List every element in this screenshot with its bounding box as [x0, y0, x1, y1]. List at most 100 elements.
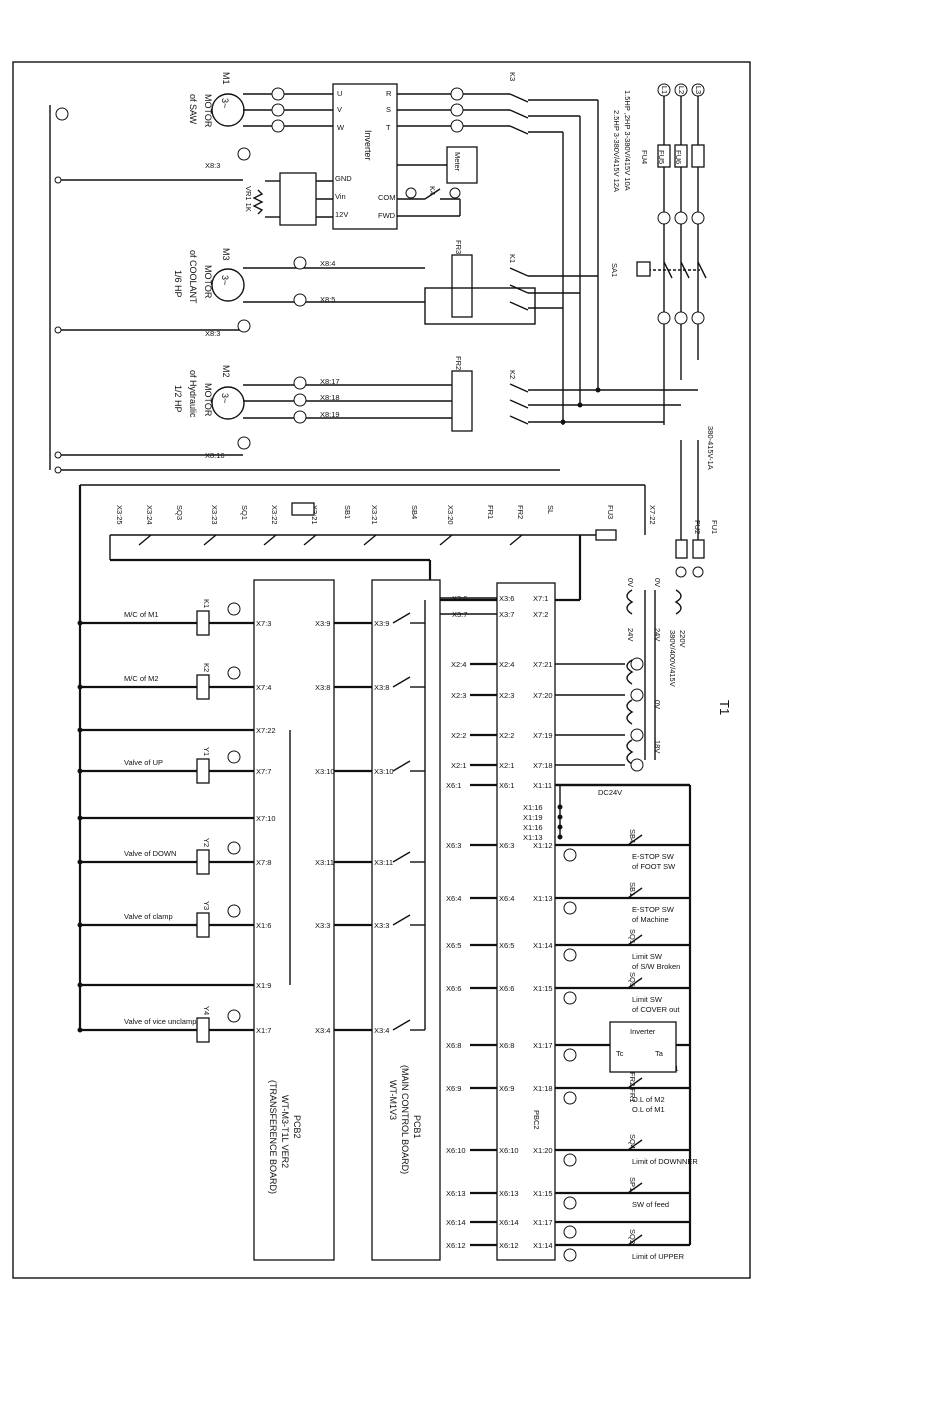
input-desc: SW of feed: [632, 1200, 669, 1209]
motor-symbol: 3~: [220, 98, 230, 108]
fuse-label: FU4: [640, 150, 649, 164]
output-label: Valve of UP: [124, 758, 163, 767]
connector-inner: X2:4: [499, 660, 514, 669]
motor-m3: [211, 268, 245, 302]
input-left-terminal: X6:1: [446, 781, 461, 790]
switch-contact: [627, 1234, 643, 1246]
connector-right: X7:21: [533, 660, 553, 669]
wire-number: [227, 904, 241, 918]
pbc2-label: PBC2: [532, 1110, 541, 1130]
chain-contact: [303, 534, 317, 546]
connector-inner: X2:1: [499, 761, 514, 770]
motor-m1: [211, 93, 245, 127]
chain-label: FU3: [606, 505, 615, 519]
pcb2-terminal: X1:6: [256, 921, 271, 930]
wire-number: [563, 1091, 577, 1105]
input-right-terminal: X1:17: [533, 1041, 553, 1050]
input-left-terminal: X6:8: [446, 1041, 461, 1050]
incoming-lines: L1 L2 L3 FU4 FU5 FU6 1.5HP ,2HP 3-380V/4…: [610, 83, 715, 470]
junction: [77, 684, 83, 690]
inverter-terminal: COM: [378, 193, 396, 202]
transformer: FU1 FU2 T1 380V/400V/415V 220V 0V 24V 0V…: [626, 440, 732, 765]
relay-contact: [392, 851, 411, 863]
switch-label: SQ2: [628, 1229, 637, 1244]
switch-contact: [627, 1182, 643, 1194]
pcb-boards: (TRANSFERENCE BOARD) WT-M3-T1L VER2 PCB2…: [253, 579, 556, 1261]
motor-desc: of SAW: [188, 94, 198, 125]
input-inner-terminal: X6:14: [499, 1218, 519, 1227]
input-right-terminal: X1:15: [533, 984, 553, 993]
pcb1-terminal: X3:11: [374, 858, 393, 867]
connector-left: X3:6: [452, 594, 467, 603]
pcb2-board: [253, 579, 335, 1261]
fuse-label: FU2: [693, 520, 702, 534]
overload-relays: FR3 FR2: [424, 240, 536, 432]
connector-inner: X2:2: [499, 731, 514, 740]
chain-label: X3:22: [270, 505, 279, 525]
pcb2-model: WT-M3-T1L VER2: [280, 1095, 290, 1168]
motor-hp: 1/2 HP: [173, 385, 183, 413]
relay-contact: [392, 760, 411, 772]
junction: [77, 727, 83, 733]
connector-left: X2:3: [451, 691, 466, 700]
chain-contact: [439, 534, 453, 546]
transformer-tap: 24V: [653, 628, 662, 641]
relay-k4-label: K4: [428, 186, 437, 195]
chain-label: FR2: [516, 505, 525, 519]
pcb1-terminal: X3:4: [374, 1026, 389, 1035]
x1-extra: X1:19: [523, 813, 543, 822]
connector-inner: X3:6: [499, 594, 514, 603]
switch-label: SA1: [610, 263, 619, 277]
wire-number: [227, 666, 241, 680]
pcb2-terminal: X7:3: [256, 619, 271, 628]
connector-right: X7:20: [533, 691, 553, 700]
input-inner-terminal: X6:1: [499, 781, 514, 790]
fuse-label: FU1: [710, 520, 719, 534]
device-label: K2: [202, 663, 211, 672]
input-left-terminal: X6:6: [446, 984, 461, 993]
input-left-terminal: X6:3: [446, 841, 461, 850]
input-left-terminal: X6:10: [446, 1146, 466, 1155]
wire-number: [563, 1225, 577, 1239]
pcb2-out-terminal: X3:3: [315, 921, 330, 930]
line-label: L2: [677, 86, 686, 94]
inverter-terminal: R: [386, 89, 392, 98]
connector-left: X2:1: [451, 761, 466, 770]
motor-symbol: 3~: [220, 275, 230, 285]
coil: [196, 912, 210, 938]
transformer-id: T1: [717, 700, 732, 715]
alarm-terminal: Ta: [655, 1049, 664, 1058]
input-desc: E-STOP SW: [632, 905, 675, 914]
pcb2-terminal: X7:10: [256, 814, 276, 823]
wire-number: [563, 848, 577, 862]
chain-contact: [509, 534, 523, 546]
pcb2-terminal: X7:4: [256, 683, 271, 692]
contactor-label: K3: [508, 72, 517, 81]
chain-label: X3:23: [210, 505, 219, 525]
inverter-terminal: T: [386, 123, 391, 132]
input-right-terminal: X1:15: [533, 1189, 553, 1198]
pcb2-terminal: X7:8: [256, 858, 271, 867]
chain-label: X3:20: [446, 505, 455, 525]
power-section: L1 L2 L3 FU4 FU5 FU6 1.5HP ,2HP 3-380V/4…: [49, 72, 715, 474]
pcb2-out-terminal: X3:4: [315, 1026, 330, 1035]
transformer-tap: 18V: [653, 740, 662, 753]
wire-number: [227, 1009, 241, 1023]
relay-contact: [392, 914, 411, 926]
junction: [77, 922, 83, 928]
switch-label: FR2 FR1: [628, 1072, 637, 1102]
junction: [77, 1027, 83, 1033]
chain-contact: [263, 534, 277, 546]
input-inner-terminal: X6:6: [499, 984, 514, 993]
pcb1-sub: (MAIN CONTROL BOARD): [400, 1065, 410, 1174]
inverter-terminal: FWD: [378, 211, 396, 220]
chain-label: SQ1: [240, 505, 249, 520]
switch-label: SQ5: [628, 972, 637, 987]
input-inner-terminal: X6:9: [499, 1084, 514, 1093]
drawing-frame: [12, 61, 751, 1279]
pcb1-terminal: X3:8: [374, 683, 389, 692]
wire-number: [630, 758, 644, 772]
wire-number: [563, 991, 577, 1005]
switch-label: SB4: [628, 829, 637, 843]
